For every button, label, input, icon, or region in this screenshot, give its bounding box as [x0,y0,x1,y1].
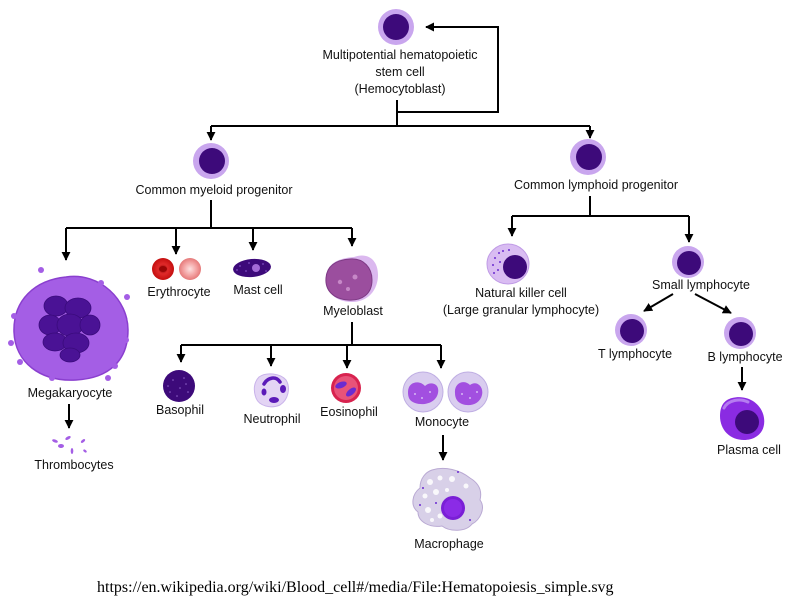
node-erythrocyte[interactable]: Erythrocyte [147,258,211,299]
stem-cell-label-line1: Multipotential hematopoietic [323,48,478,62]
basophil-icon [163,370,195,402]
node-eosinophil[interactable]: Eosinophil [320,373,378,419]
edge-to-b-lymphocyte [694,293,732,314]
monocyte-icon [402,371,489,413]
neutrophil-icon [253,373,289,408]
lymphoid-progenitor-label: Common lymphoid progenitor [514,178,678,192]
thrombocytes-label: Thrombocytes [34,458,113,472]
node-myeloid-progenitor[interactable]: Common myeloid progenitor [135,143,293,197]
node-nk-cell[interactable]: Natural killer cell (Large granular lymp… [443,243,599,317]
myeloblast-icon [325,255,378,302]
eosinophil-label: Eosinophil [320,405,378,419]
t-lymphocyte-icon [615,314,647,346]
megakaryocyte-icon [8,267,130,381]
edge-stem-self-renewal [396,22,499,113]
node-monocyte[interactable]: Monocyte [402,371,489,429]
small-lymphocyte-icon [672,246,704,278]
myeloid-progenitor-label: Common myeloid progenitor [135,183,292,197]
lymphoid-progenitor-icon [570,139,606,175]
node-mast-cell[interactable]: Mast cell [232,257,283,297]
thrombocytes-icon [52,436,87,454]
edge-to-t-lymphocyte [643,293,674,312]
megakaryocyte-label: Megakaryocyte [28,386,113,400]
stem-cell-label-line2: stem cell [375,65,424,79]
node-myeloblast[interactable]: Myeloblast [323,255,383,318]
node-b-lymphocyte[interactable]: B lymphocyte [707,317,783,364]
node-t-lymphocyte[interactable]: T lymphocyte [598,314,672,361]
node-lymphoid-progenitor[interactable]: Common lymphoid progenitor [514,139,678,192]
myeloid-progenitor-icon [193,143,229,179]
node-megakaryocyte[interactable]: Megakaryocyte [8,267,130,400]
nk-cell-label-line2: (Large granular lymphocyte) [443,303,599,317]
mast-cell-label: Mast cell [233,283,282,297]
erythrocyte-icon [152,258,201,280]
plasma-cell-label: Plasma cell [717,443,781,457]
source-caption[interactable]: https://en.wikipedia.org/wiki/Blood_cell… [97,579,614,596]
node-plasma-cell[interactable]: Plasma cell [717,397,781,457]
stem-cell-label-line3: (Hemocytoblast) [355,82,446,96]
nk-cell-label-line1: Natural killer cell [475,286,567,300]
node-macrophage[interactable]: Macrophage [412,467,484,551]
eosinophil-icon [331,373,361,403]
macrophage-label: Macrophage [414,537,484,551]
b-lymphocyte-icon [724,317,756,349]
basophil-label: Basophil [156,403,204,417]
node-stem-cell[interactable]: Multipotential hematopoietic stem cell (… [323,9,478,96]
macrophage-icon [412,467,483,531]
connectors [61,22,747,461]
b-lymphocyte-label: B lymphocyte [707,350,782,364]
neutrophil-label: Neutrophil [244,412,301,426]
plasma-cell-icon [720,397,765,440]
node-neutrophil[interactable]: Neutrophil [244,373,301,426]
stem-cell-icon [378,9,414,45]
small-lymphocyte-label: Small lymphocyte [652,278,750,292]
node-small-lymphocyte[interactable]: Small lymphocyte [652,246,750,292]
node-basophil[interactable]: Basophil [156,370,204,417]
mast-cell-icon [233,258,271,278]
erythrocyte-label: Erythrocyte [147,285,210,299]
node-thrombocytes[interactable]: Thrombocytes [34,435,114,472]
nk-cell-icon [486,243,530,285]
monocyte-label: Monocyte [415,415,469,429]
myeloblast-label: Myeloblast [323,304,383,318]
t-lymphocyte-label: T lymphocyte [598,347,672,361]
